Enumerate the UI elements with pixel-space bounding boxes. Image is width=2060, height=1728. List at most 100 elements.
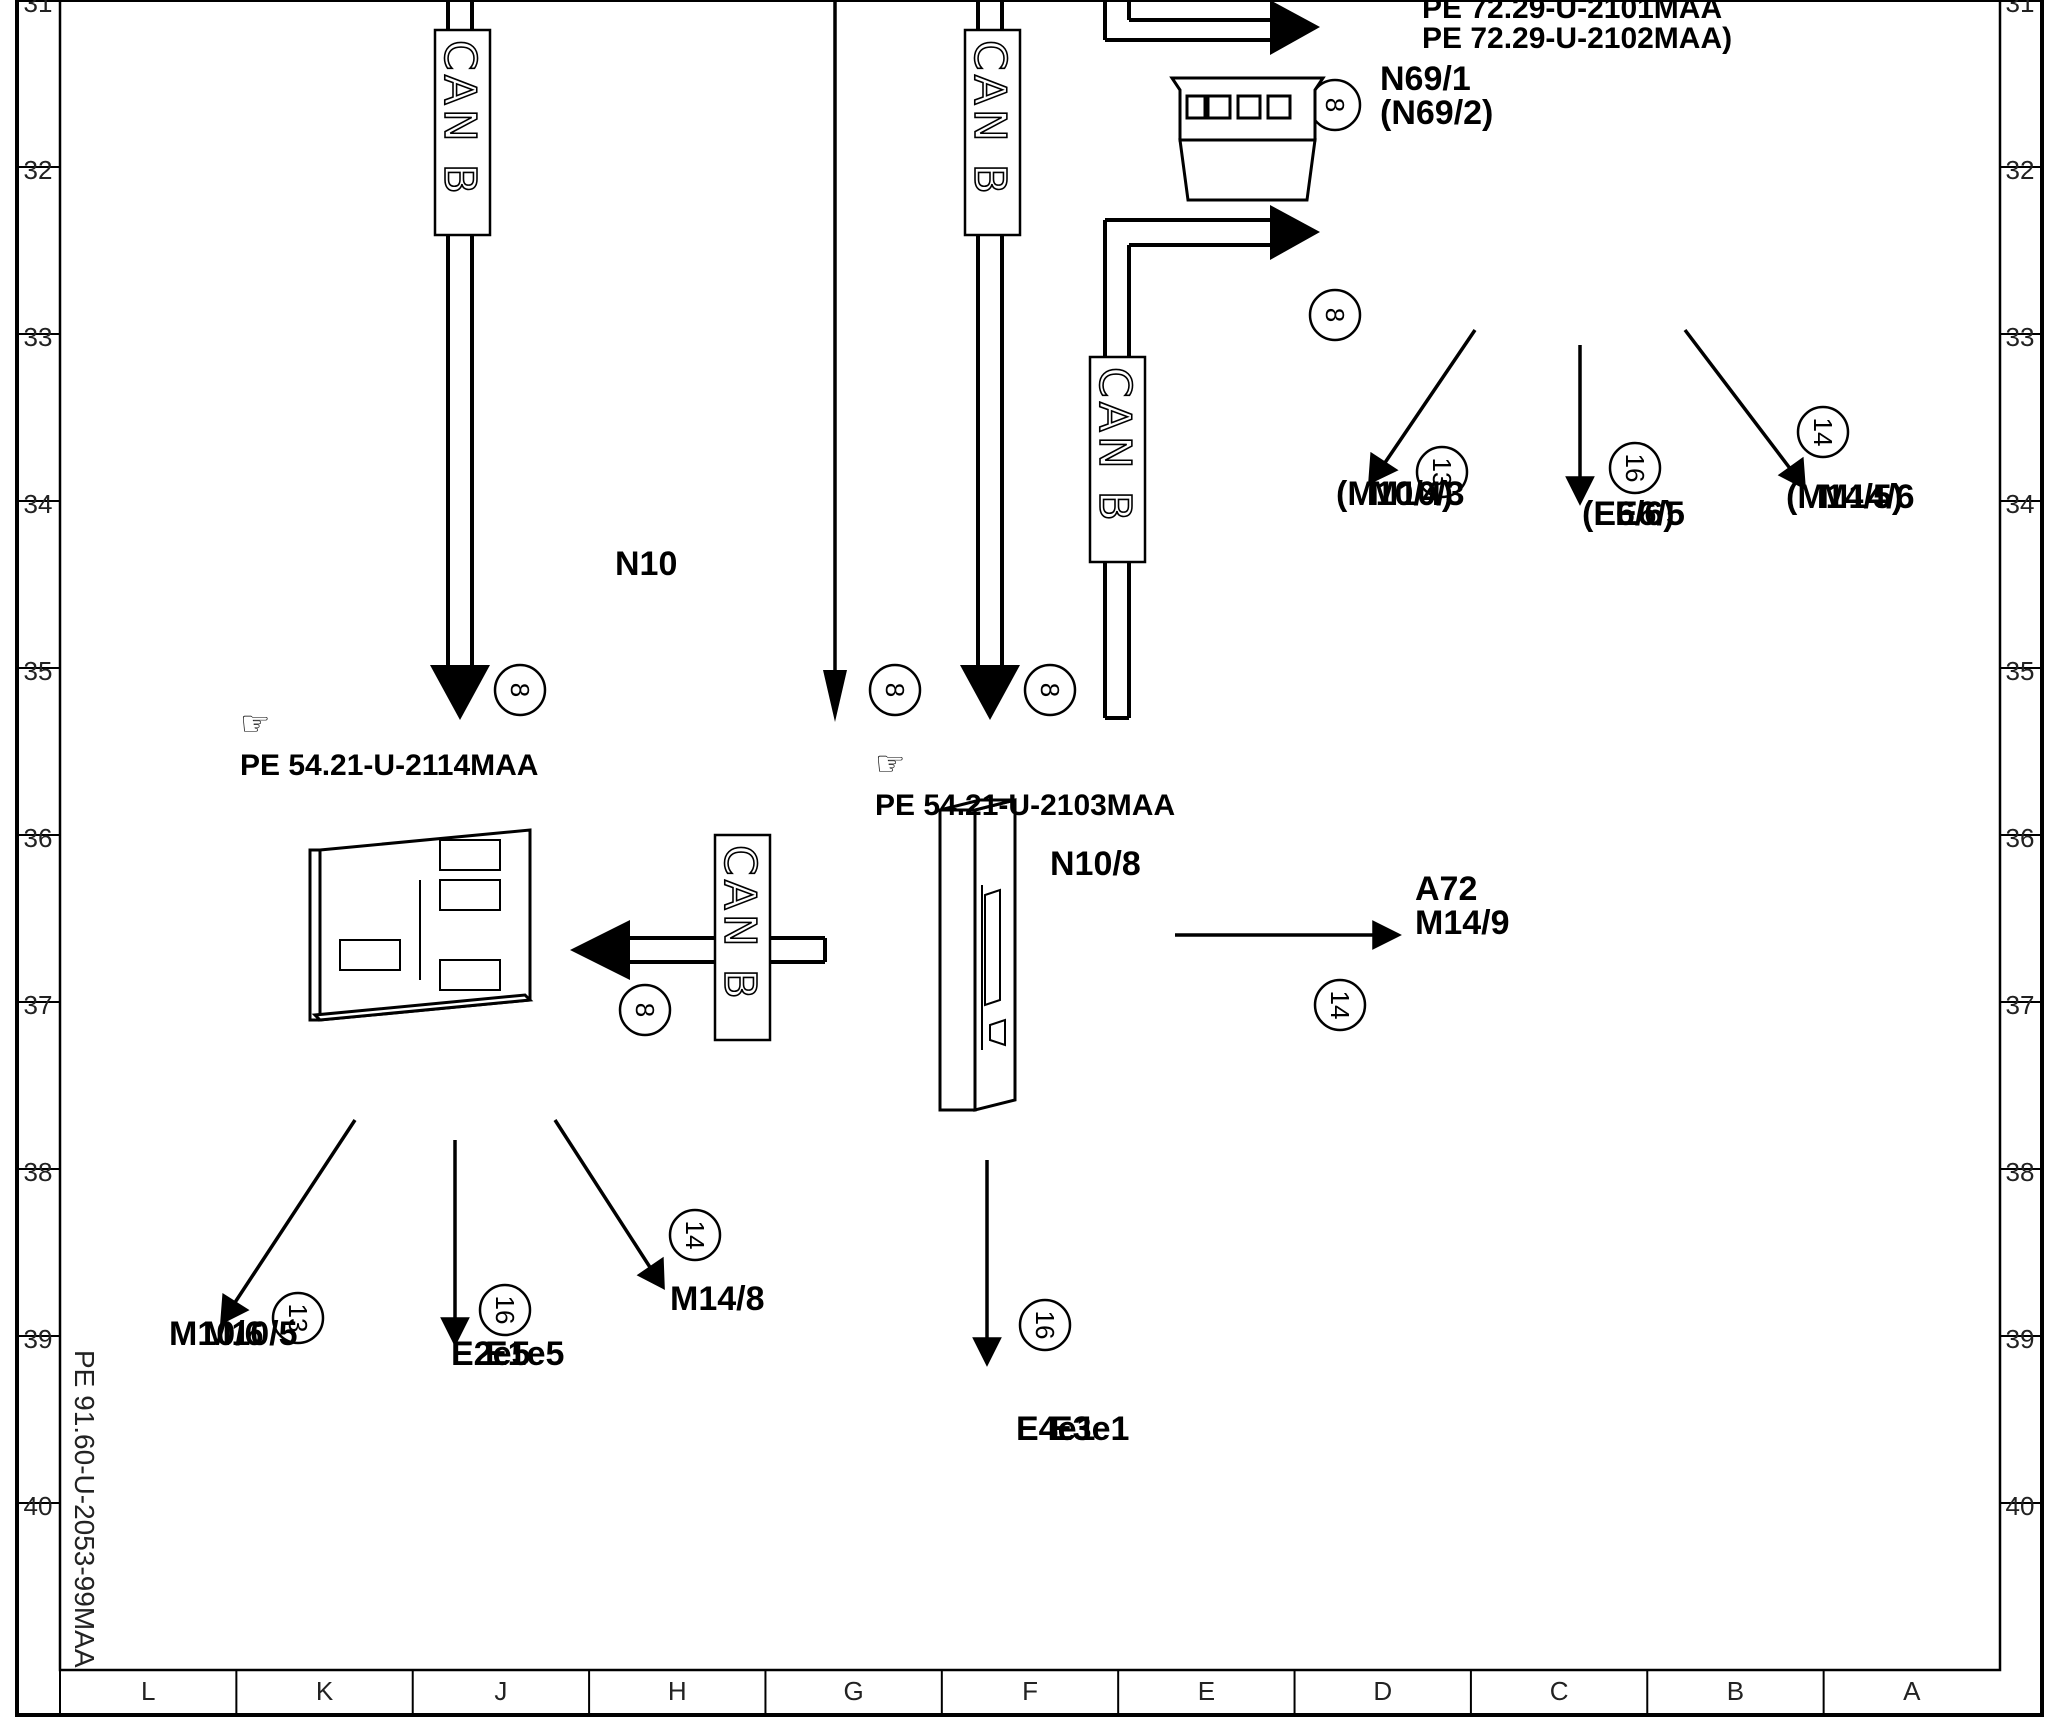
- svg-text:14: 14: [1325, 991, 1355, 1020]
- label-e1e5: E1e5: [485, 1335, 564, 1373]
- svg-text:16: 16: [1030, 1311, 1060, 1340]
- ref-pe-2114-group: ☞ PE 54.21-U-2114MAA: [240, 705, 538, 782]
- label-n10: N10: [615, 545, 677, 583]
- arrow-n69-m10: [1368, 329, 1477, 485]
- connector-n69: [1169, 76, 1326, 202]
- row-number: 33: [2006, 322, 2035, 352]
- row-number: 40: [2006, 1491, 2035, 1521]
- tag-14-n69: 14: [1796, 405, 1850, 459]
- svg-text:8: 8: [1320, 308, 1350, 322]
- svg-text:CAN B: CAN B: [714, 845, 765, 1003]
- row-number: 36: [24, 823, 53, 853]
- row-number: 39: [24, 1324, 53, 1354]
- row-number: 32: [2006, 155, 2035, 185]
- row-number: 34: [24, 489, 53, 519]
- svg-text:CAN B: CAN B: [1089, 367, 1140, 525]
- drawing-reference: PE 91.60-U-2053-99MAA: [69, 1350, 100, 1668]
- column-letter: J: [494, 1676, 507, 1706]
- tag-8-top-lower: 8: [1308, 288, 1362, 342]
- column-letter: E: [1198, 1676, 1215, 1706]
- tag-8-single-middle: 8: [868, 663, 922, 717]
- row-number: 31: [24, 0, 53, 18]
- svg-text:16: 16: [1620, 454, 1650, 483]
- tag-14-n10: 14: [668, 1208, 722, 1262]
- ref-pe-2102: PE 72.29-U-2102MAA): [1422, 22, 1732, 55]
- svg-text:8: 8: [880, 683, 910, 697]
- column-letter: K: [316, 1676, 334, 1706]
- column-letter: H: [668, 1676, 687, 1706]
- tag-13-n69: 13: [1415, 445, 1469, 499]
- tag-16-n69: 16: [1608, 441, 1662, 495]
- label-m14-9: M14/9: [1415, 904, 1510, 942]
- row-number: 38: [24, 1157, 53, 1187]
- row-number: 34: [2006, 489, 2035, 519]
- row-number: 37: [24, 990, 53, 1020]
- single-line-middle: [823, 0, 847, 722]
- label-n10-8: N10/8: [1050, 845, 1141, 883]
- row-number: 32: [24, 155, 53, 185]
- label-m10-6: M10/6: [169, 1315, 264, 1353]
- svg-text:13: 13: [283, 1304, 313, 1333]
- column-letter: A: [1903, 1676, 1921, 1706]
- outer-border: [15, 0, 2044, 1717]
- tag-16-n10-8: 16: [1018, 1298, 1072, 1352]
- row-number: 40: [24, 1491, 53, 1521]
- panel-n10-8: [938, 798, 1017, 1112]
- tag-14-a72: 14: [1313, 978, 1367, 1032]
- arrow-n69-m14: [1683, 328, 1806, 491]
- column-letter: B: [1727, 1676, 1744, 1706]
- row-number: 36: [2006, 823, 2035, 853]
- ref-pe-2101: PE 72.29-U-2101MAA: [1422, 0, 1722, 25]
- svg-text:16: 16: [490, 1296, 520, 1325]
- svg-text:8: 8: [1035, 683, 1065, 697]
- svg-text:8: 8: [630, 1003, 660, 1017]
- row-number: 37: [2006, 990, 2035, 1020]
- can-label-n10: CAN B: [713, 833, 772, 1042]
- tag-8-n10-link: 8: [618, 983, 672, 1037]
- bus-line-top-upper: [1103, 0, 1320, 55]
- arrow-n10-m14: [553, 1119, 665, 1290]
- label-n69-1: N69/1: [1380, 60, 1471, 98]
- arrow-n10-8-e3e1: [972, 1160, 1002, 1367]
- label-m10-4: (M10/4): [1336, 475, 1453, 513]
- svg-text:14: 14: [1808, 418, 1838, 447]
- tag-8-bus-left: 8: [493, 663, 547, 717]
- column-letter: F: [1022, 1676, 1038, 1706]
- svg-text:CAN B: CAN B: [434, 40, 485, 198]
- label-m14-6: M14/6: [1820, 478, 1915, 516]
- arrow-n10-8-a72: [1175, 920, 1402, 950]
- svg-text:CAN B: CAN B: [964, 40, 1015, 198]
- hand-pointer-icon-2: ☞: [240, 705, 270, 743]
- label-m14-5: (M14/5): [1786, 478, 1903, 516]
- bus-line-n10-link: [570, 920, 827, 980]
- label-e2e5: E2e5: [451, 1335, 530, 1373]
- row-number: 33: [24, 322, 53, 352]
- arrow-n10-e1e5: [440, 1140, 470, 1347]
- row-number: 39: [2006, 1324, 2035, 1354]
- label-e3e1: E3e1: [1050, 1410, 1129, 1448]
- label-e4e1: E4e1: [1016, 1410, 1095, 1448]
- arrow-n10-m10: [220, 1119, 357, 1325]
- hand-pointer-icon: ☞: [875, 745, 905, 783]
- column-letter: C: [1550, 1676, 1569, 1706]
- label-m10-3: M10/3: [1370, 475, 1465, 513]
- row-number: 31: [2006, 0, 2035, 18]
- svg-text:13: 13: [1427, 458, 1457, 487]
- svg-text:8: 8: [505, 683, 535, 697]
- label-a72: A72: [1415, 870, 1477, 908]
- svg-text:8: 8: [1320, 98, 1350, 112]
- label-e6-5: E6/5: [1615, 495, 1685, 533]
- arrow-n69-e6: [1565, 345, 1595, 506]
- label-m14-8: M14/8: [670, 1280, 765, 1318]
- column-letter: L: [141, 1676, 155, 1706]
- ref-pe-2114: PE 54.21-U-2114MAA: [240, 749, 538, 782]
- label-e6-6: (E6/6): [1582, 495, 1675, 533]
- can-label-left: CAN B: [433, 28, 492, 237]
- tag-8-bus-middle: 8: [1023, 663, 1077, 717]
- label-m10-5: M10/5: [203, 1315, 298, 1353]
- svg-text:14: 14: [680, 1221, 710, 1250]
- tag-16-n10: 16: [478, 1283, 532, 1337]
